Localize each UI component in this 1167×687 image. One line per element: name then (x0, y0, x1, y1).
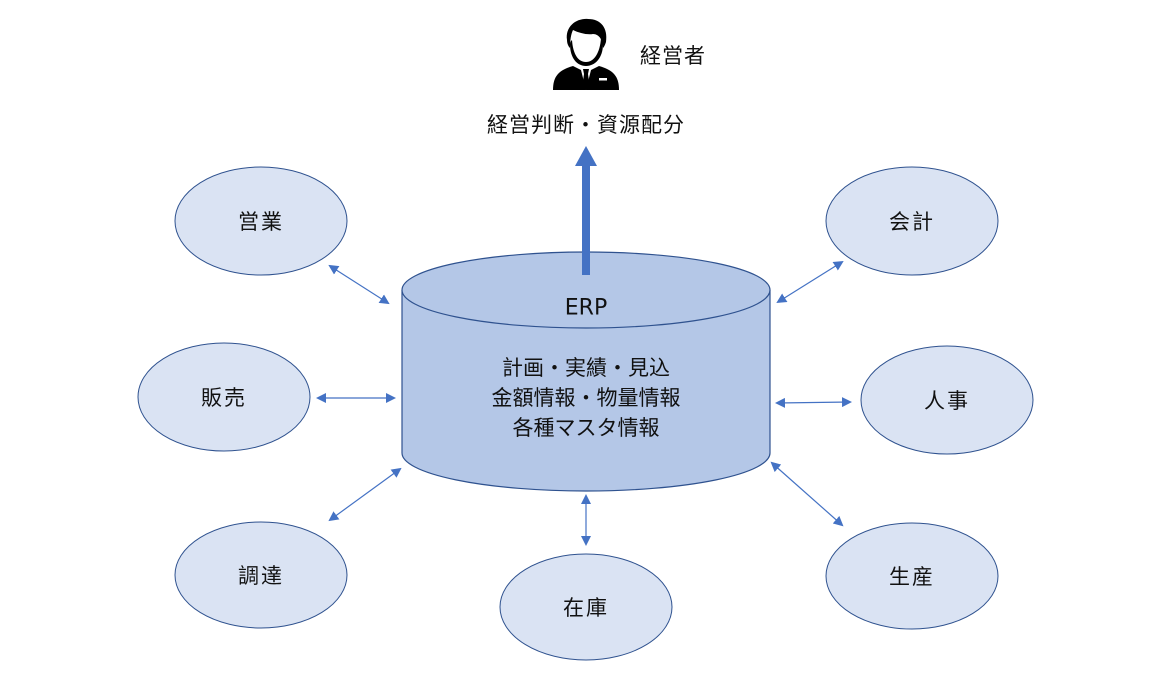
connector-production (770, 461, 844, 527)
connector-hr (775, 397, 852, 408)
report-arrow (575, 146, 597, 275)
node-label-hr: 人事 (924, 389, 970, 413)
node-production[interactable] (825, 522, 999, 630)
erp-contents: 計画・実績・見込 金額情報・物量情報 各種マスタ情報 (492, 353, 681, 443)
erp-content-line: 計画・実績・見込 (502, 356, 670, 380)
node-inventory[interactable] (499, 553, 673, 661)
erp-title: ERP (564, 295, 608, 321)
executive-label: 経営者 (640, 44, 706, 68)
businessman-icon (553, 18, 619, 90)
node-accounting[interactable] (825, 166, 999, 276)
connector-accounting (776, 260, 844, 304)
node-label-sales: 営業 (238, 210, 284, 234)
node-sales[interactable] (174, 166, 348, 276)
connector-procurement (328, 467, 402, 522)
node-label-procurement: 調達 (238, 564, 284, 588)
erp-content-line: 金額情報・物量情報 (491, 386, 681, 410)
executive-action-label: 経営判断・資源配分 (487, 113, 685, 137)
node-label-inventory: 在庫 (563, 596, 609, 620)
node-label-selling: 販売 (201, 386, 247, 410)
cylinder-body (401, 290, 771, 492)
node-label-production: 生産 (889, 565, 935, 589)
connector-sales (328, 264, 390, 305)
node-selling[interactable] (137, 342, 311, 452)
erp-content-line: 各種マスタ情報 (512, 416, 660, 440)
node-procurement[interactable] (174, 521, 348, 629)
node-hr[interactable] (860, 345, 1034, 455)
node-label-accounting: 会計 (889, 210, 935, 234)
